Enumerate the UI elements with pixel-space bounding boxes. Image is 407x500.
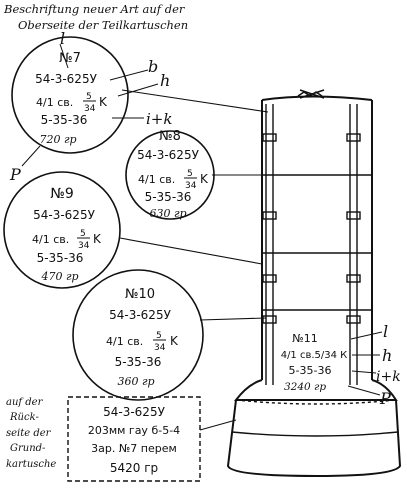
circle-frac-num: 5: [187, 169, 193, 179]
circle-weight: 470 гр: [40, 270, 78, 283]
back-note-line: seite der: [6, 428, 52, 439]
top-edge: [261, 95, 373, 101]
circle-outline: [72, 269, 204, 401]
base-shoulder: [233, 379, 398, 401]
circle-weight: 360 гр: [117, 375, 154, 388]
circle-no8: №8 54-3-625У 4/1 св. 5 34 K 5-35-36 630 …: [125, 129, 215, 220]
circle-frac-den: 34: [154, 343, 166, 353]
circle-number: №9: [50, 186, 73, 202]
strap-loop: [262, 211, 277, 220]
dashed-border: [67, 396, 201, 482]
strap-loop: [262, 133, 277, 142]
leader-h-top: [117, 83, 159, 97]
base-lid-edge: [235, 399, 397, 405]
no11-line: 4/1 св.5/34 К: [281, 350, 348, 361]
strap-loop: [262, 315, 277, 324]
circle-number: №10: [125, 287, 155, 302]
callout-ik-top: i+k: [146, 110, 172, 128]
circle-date: 5-35-36: [41, 113, 88, 127]
leader-ik-bottom: [351, 370, 377, 374]
callout-b: b: [148, 57, 158, 76]
circle-frac-den: 34: [185, 181, 197, 191]
strap-loop: [346, 133, 361, 142]
leader-l-bottom: [350, 331, 383, 340]
leader-p-left: [21, 145, 41, 167]
box-line: 54-3-625У: [103, 405, 165, 419]
circle-frac-num: 5: [80, 229, 86, 239]
circle-outline: [125, 130, 215, 220]
circle-weight: 630 гр: [149, 207, 186, 220]
box-line: 203мм гау б-5-4: [88, 424, 180, 437]
back-side-note: auf der Rück- seite der Grund- kartusche: [6, 397, 56, 470]
box-line: 3ар. №7 перем: [91, 442, 177, 455]
callout-h-top: h: [160, 71, 170, 90]
leader-no10: [199, 317, 267, 321]
circle-frac-den: 34: [84, 104, 96, 114]
callout-p-bottom: P: [379, 389, 391, 408]
circle-code: 54-3-625У: [35, 72, 97, 86]
strap-loops: [262, 133, 361, 324]
leader-dashed-box: [199, 419, 237, 431]
base-case: [226, 399, 402, 478]
circle-no10: №10 54-3-625У 4/1 св. 5 34 K 5-35-36 360…: [72, 269, 204, 401]
circle-prefix: 4/1 св.: [138, 173, 175, 186]
no11-date: 5-35-36: [289, 364, 332, 377]
back-note-line: Rück-: [9, 412, 39, 423]
strap-loop: [346, 315, 361, 324]
callout-l-bottom: l: [383, 322, 388, 341]
leader-p-bottom: [347, 385, 381, 396]
box-line: 5420 гр: [110, 461, 158, 475]
circle-k: K: [200, 172, 209, 186]
caption-line-2: Oberseite der Teilkartuschen: [18, 18, 188, 32]
back-note-line: Grund-: [10, 443, 46, 454]
circle-outline: [3, 171, 121, 289]
callout-h-bottom: h: [382, 346, 392, 365]
strap-loop: [262, 274, 277, 283]
circle-number: №7: [59, 51, 81, 66]
callout-ik-bottom: i+k: [376, 369, 401, 385]
circle-frac-num: 5: [156, 331, 162, 341]
leader-l-top: [59, 43, 69, 69]
circle-prefix: 4/1 св.: [36, 96, 73, 109]
circle-outline: [11, 36, 129, 154]
circle-date: 5-35-36: [115, 355, 162, 369]
circle-number: №8: [159, 129, 181, 144]
circle-date: 5-35-36: [145, 190, 192, 204]
strap-loop: [346, 211, 361, 220]
back-note-line: kartusche: [6, 459, 56, 470]
back-note-line: auf der: [6, 397, 44, 408]
circle-no9: №9 54-3-625У 4/1 св. 5 34 K 5-35-36 470 …: [3, 171, 121, 289]
circle-prefix: 4/1 св.: [106, 335, 143, 348]
no11-weight: 3240 гр: [284, 381, 326, 393]
callout-letters: l b h i+k P l h i+k P: [9, 29, 401, 408]
callout-p-left: P: [9, 165, 21, 184]
circle-k: K: [170, 334, 179, 348]
circle-code: 54-3-625У: [33, 208, 95, 222]
circle-frac-num: 5: [86, 92, 92, 102]
cartridge-stack: [226, 89, 402, 478]
leader-b: [109, 69, 149, 81]
circle-code: 54-3-625У: [109, 308, 171, 322]
circle-date: 5-35-36: [37, 251, 84, 265]
dashed-marking-box: 54-3-625У 203мм гау б-5-4 3ар. №7 перем …: [67, 396, 201, 482]
leader-no7: [121, 89, 269, 113]
circle-frac-den: 34: [78, 241, 90, 251]
circle-weight: 720 гр: [39, 133, 76, 146]
leader-lines: [21, 43, 383, 431]
base-seam: [231, 431, 399, 437]
label-no11: №11 4/1 св.5/34 К 5-35-36 3240 гр: [281, 332, 348, 393]
leader-no9: [119, 237, 263, 265]
no11-number: №11: [292, 332, 317, 345]
circle-k: K: [99, 95, 108, 109]
circle-code: 54-3-625У: [137, 148, 199, 162]
circle-no7: №7 54-3-625У 4/1 св. 5 34 K 5-35-36 720 …: [11, 36, 129, 154]
callout-l-top: l: [60, 29, 65, 48]
caption-line-1: Beschriftung neuer Art auf der: [3, 2, 186, 16]
strap-loop: [346, 274, 361, 283]
circle-k: K: [93, 232, 102, 246]
circle-prefix: 4/1 св.: [32, 233, 69, 246]
